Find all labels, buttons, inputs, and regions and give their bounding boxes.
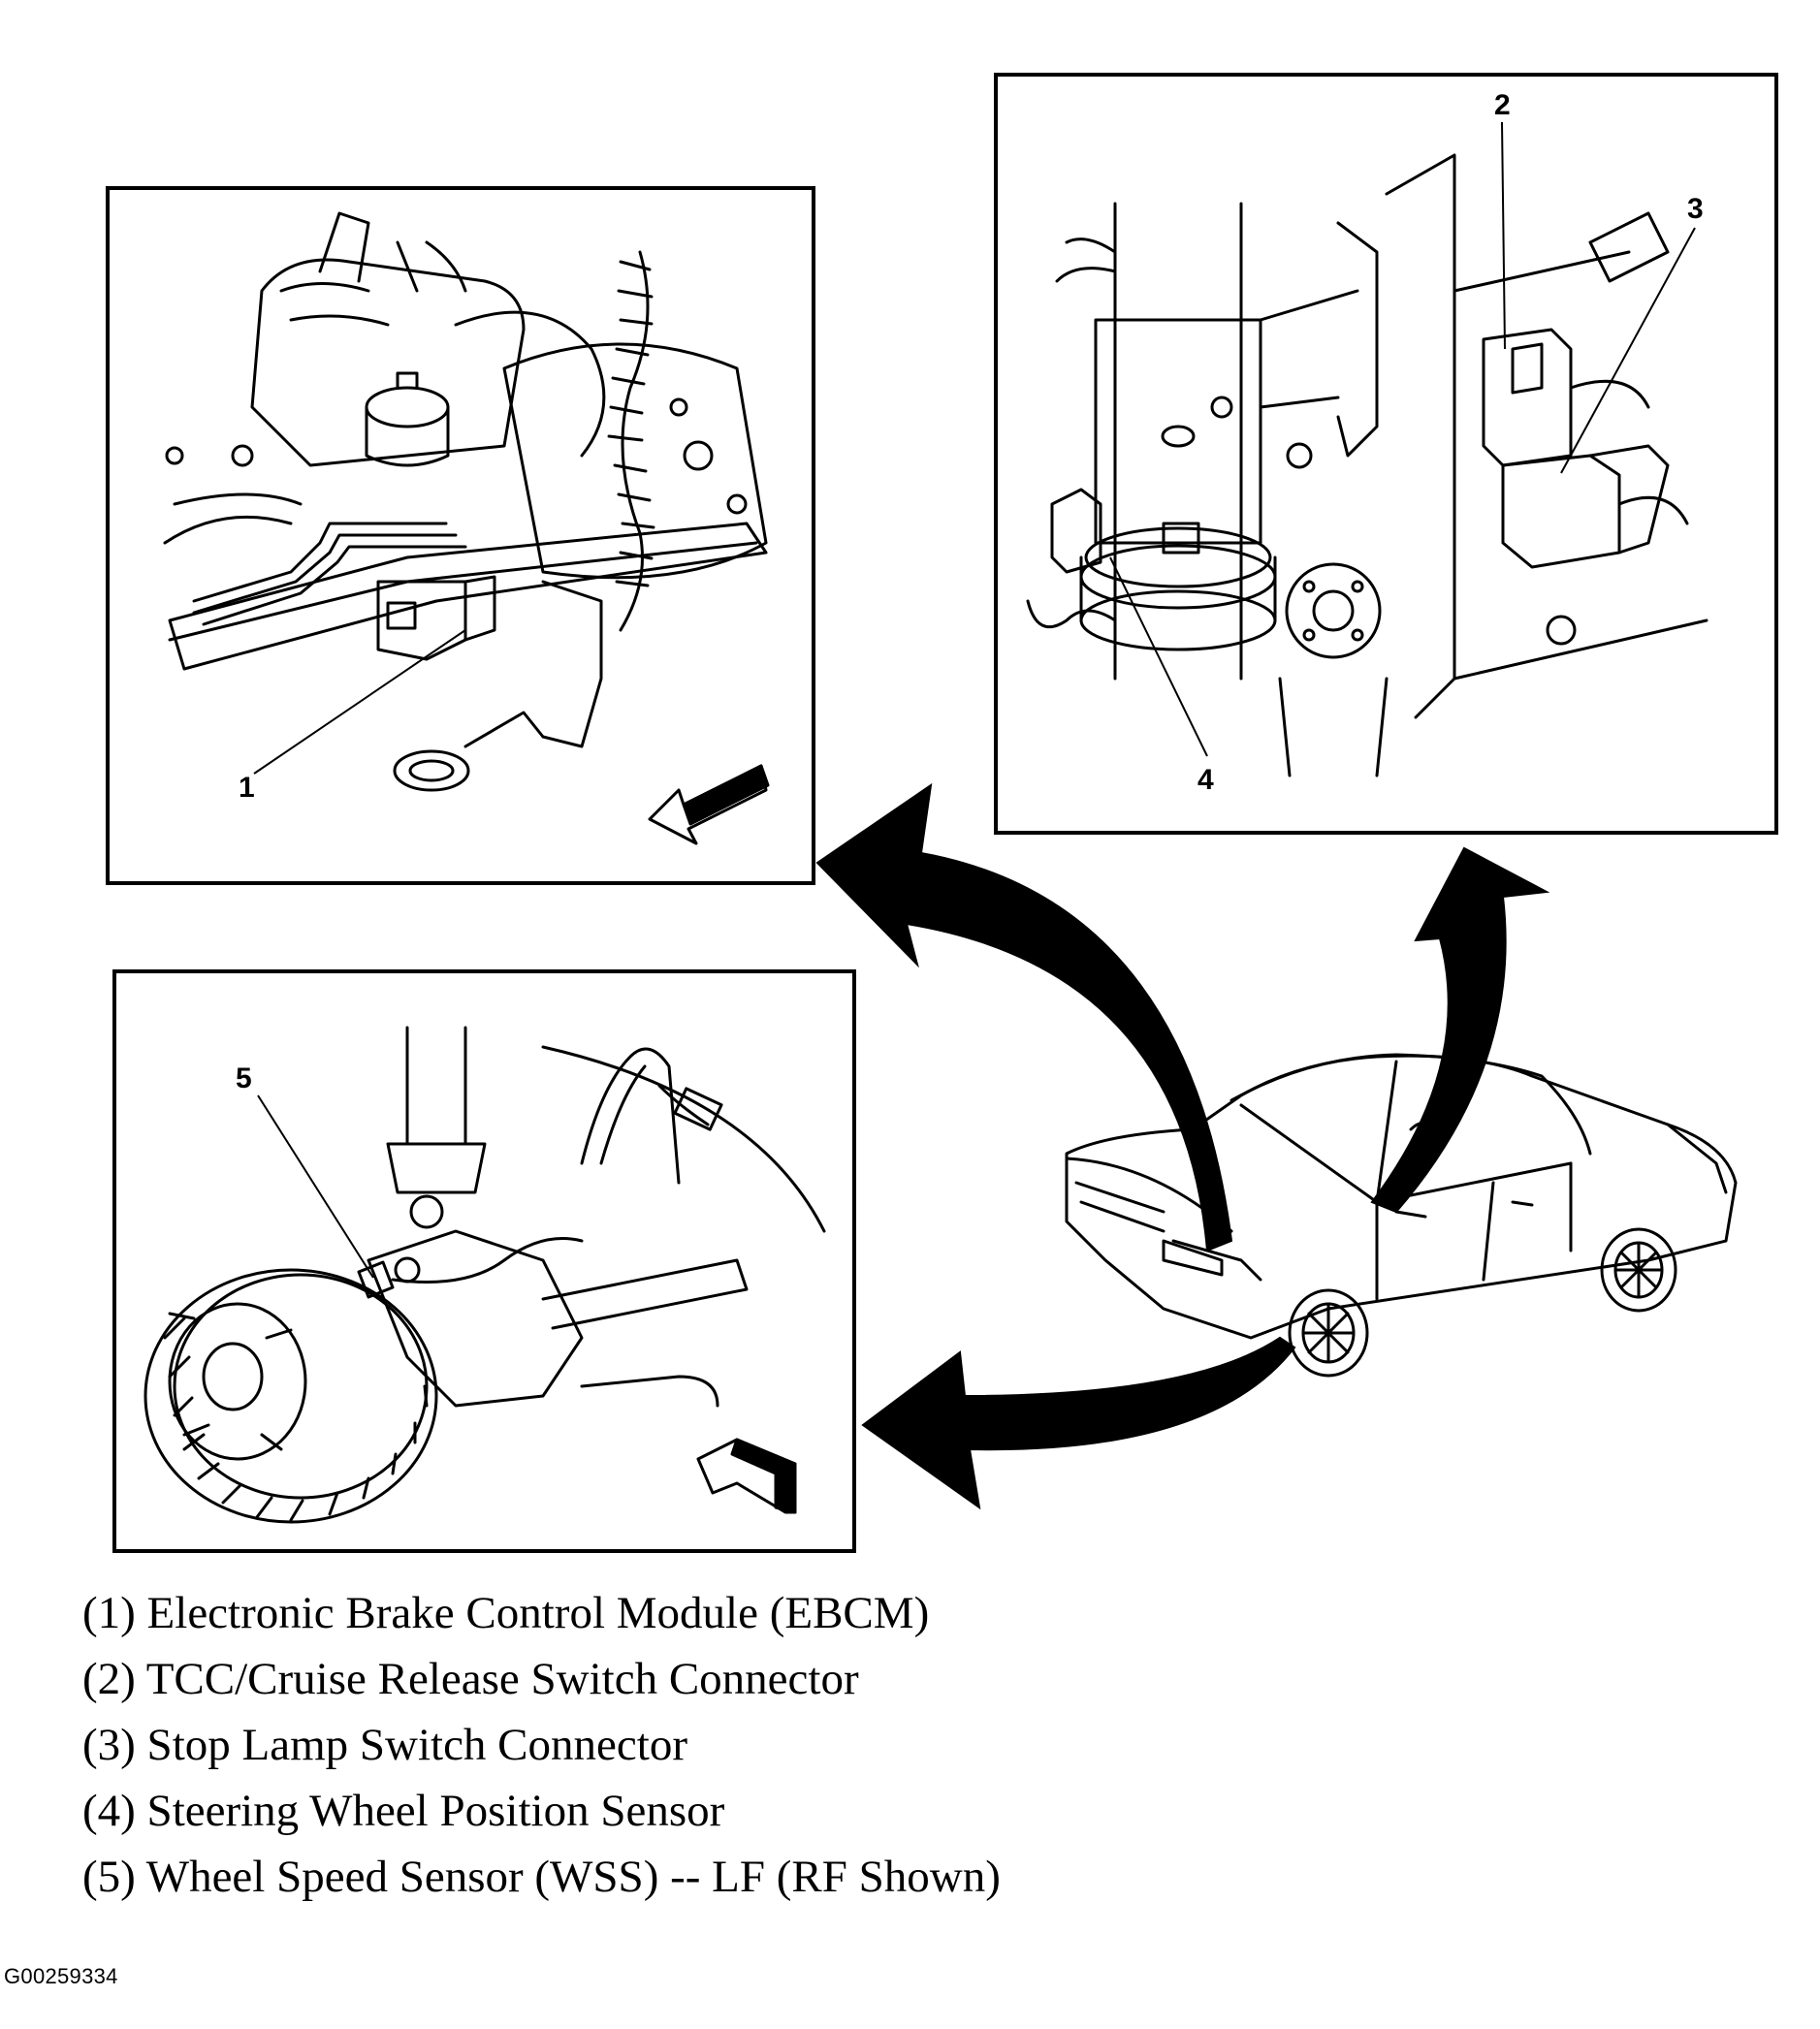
wheel-hub-illustration — [144, 1026, 826, 1524]
steering-column-illustration — [1026, 153, 1708, 777]
panel-wheel-speed-sensor-detail: 5 — [112, 969, 856, 1553]
arrow-to-wheel-panel — [861, 1336, 1296, 1510]
panel-ebcm-detail: 1 — [106, 186, 815, 885]
callout-4: 4 — [1197, 764, 1214, 796]
legend-item-stop-lamp-switch: (3) Stop Lamp Switch Connector — [82, 1720, 687, 1770]
legend-item-tcc-cruise-release-switch: (2) TCC/Cruise Release Switch Connector — [82, 1654, 859, 1704]
panel-steering-column-detail: 2 3 4 — [994, 73, 1778, 835]
component-legend: (1) Electronic Brake Control Module (EBC… — [82, 1580, 1001, 1910]
vehicle-illustration — [1065, 1053, 1738, 1378]
figure-id: G00259334 — [4, 1964, 118, 1988]
callout-1: 1 — [239, 772, 255, 804]
callout-2: 2 — [1494, 89, 1511, 121]
legend-item-ebcm: (1) Electronic Brake Control Module (EBC… — [82, 1588, 930, 1638]
callout-5: 5 — [236, 1062, 252, 1094]
arrow-to-steering-panel — [1370, 846, 1550, 1214]
pointer-arrows — [815, 782, 1550, 1510]
arrow-to-ebcm-panel — [815, 782, 1233, 1252]
ebcm-engine-illustration — [163, 211, 770, 845]
callout-3: 3 — [1687, 193, 1704, 225]
legend-item-steering-wheel-position-sensor: (4) Steering Wheel Position Sensor — [82, 1786, 725, 1836]
legend-item-wheel-speed-sensor: (5) Wheel Speed Sensor (WSS) -- LF (RF S… — [82, 1852, 1001, 1902]
